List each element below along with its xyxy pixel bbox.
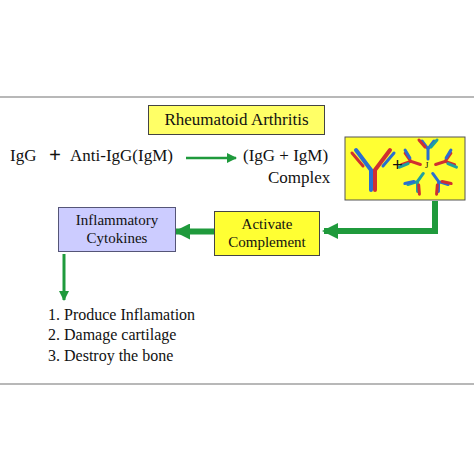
process-box: Activate Complement — [214, 211, 320, 256]
list-item: 1. Produce Inflamation — [48, 306, 195, 324]
igm-pentamer — [400, 140, 457, 194]
list-item: 3. Destroy the bone — [48, 347, 173, 365]
igg-antibody — [352, 150, 394, 190]
reaction-arrow — [186, 157, 236, 160]
formula-text: Complex — [268, 169, 330, 188]
chain-letter: J — [425, 161, 429, 171]
plus-sign: + — [392, 155, 403, 176]
flow-arrow — [176, 229, 214, 235]
antibody-box — [345, 137, 465, 200]
plus-sign: + — [49, 144, 61, 167]
box-text: Activate Complement — [222, 216, 312, 251]
formula-text: (IgG + IgM) — [243, 147, 328, 166]
formula-text: IgG — [10, 147, 36, 166]
rule-line — [0, 383, 474, 385]
box-text: Rheumatoid Arthritis — [164, 110, 308, 130]
flow-arrow — [63, 254, 66, 300]
list-item: 2. Damage cartilage — [48, 326, 176, 344]
formula-text: Anti-IgG(IgM) — [70, 147, 173, 166]
box-text: Inflammatory Cytokines — [66, 212, 168, 247]
flow-arrow — [324, 201, 435, 231]
rule-line — [0, 96, 474, 98]
process-box: Inflammatory Cytokines — [58, 207, 176, 252]
title-box: Rheumatoid Arthritis — [148, 105, 325, 135]
